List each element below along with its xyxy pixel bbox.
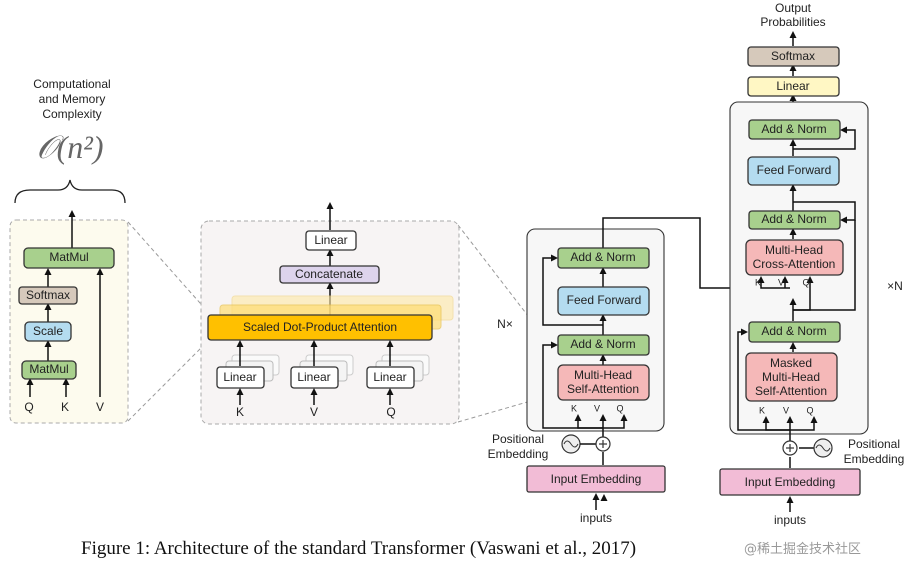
dec-feed-forward-label: Feed Forward xyxy=(757,163,832,177)
mh-linear-q-label: Linear xyxy=(373,370,406,384)
dec-positional-line-2: Embedding xyxy=(844,452,905,466)
dec-masked-k-label: K xyxy=(759,405,765,415)
matmul-bottom-box xyxy=(21,360,77,380)
dec-add-norm-3 xyxy=(748,119,841,140)
attention-detail-panel: MatMul Softmax Scale MatMul Q K V xyxy=(9,210,129,424)
dec-masked-q-label: Q xyxy=(806,405,813,415)
dec-softmax xyxy=(747,46,840,67)
complexity-brace xyxy=(14,179,126,204)
matmul-top-label: MatMul xyxy=(49,250,88,264)
enc-feed-forward xyxy=(557,286,650,316)
figure-caption: Figure 1: Architecture of the standard T… xyxy=(81,538,636,559)
complexity-line-1: Computational xyxy=(33,77,110,91)
enc-positional-line-1: Positional xyxy=(492,432,544,446)
dec-cross-k-label: K xyxy=(755,277,761,287)
mh-linear-q: Linear xyxy=(366,354,430,389)
dec-add-norm-1-label: Add & Norm xyxy=(761,324,826,338)
softmax-box xyxy=(18,286,78,305)
enc-q-label: Q xyxy=(616,403,623,413)
enc-positional-line-2: Embedding xyxy=(488,447,549,461)
sdpa-box xyxy=(207,314,433,341)
dec-add-norm-2 xyxy=(748,210,841,230)
dec-cross-q-label: Q xyxy=(802,277,809,287)
scale-box xyxy=(24,321,72,342)
detail-input-v: V xyxy=(96,400,104,414)
mh-input-q: Q xyxy=(386,405,395,419)
enc-feed-forward-label: Feed Forward xyxy=(567,293,642,307)
mh-linear-v-label: Linear xyxy=(297,370,330,384)
dec-input-embedding xyxy=(719,468,861,496)
enc-input-embedding xyxy=(526,465,666,493)
mh-linear-k-label: Linear xyxy=(223,370,256,384)
enc-k-label: K xyxy=(571,403,577,413)
concatenate-label: Concatenate xyxy=(295,267,363,281)
dec-input-embedding-label: Input Embedding xyxy=(745,475,836,489)
complexity-label: Computational and Memory Complexity 𝒪(n²… xyxy=(14,77,126,204)
dec-masked-line-1: Masked xyxy=(770,356,812,370)
dec-cross-v-label: V xyxy=(778,277,784,287)
matmul-bottom-label: MatMul xyxy=(29,362,68,376)
encoder: N× Add & Norm Feed Forward Add & Norm Mu… xyxy=(488,217,790,525)
dec-linear xyxy=(747,76,840,97)
dec-add-norm-3-label: Add & Norm xyxy=(761,122,826,136)
watermark: @稀土掘金技术社区 xyxy=(744,541,861,557)
decoder-repeat: ×N xyxy=(887,279,903,293)
softmax-label: Softmax xyxy=(26,288,70,302)
complexity-formula: 𝒪(n²) xyxy=(36,129,103,165)
mh-linear-k: Linear xyxy=(216,354,280,389)
dec-output-line-1: Output xyxy=(775,1,812,15)
dec-linear-label: Linear xyxy=(776,79,809,93)
enc-input-embedding-label: Input Embedding xyxy=(551,472,642,486)
dec-masked-attention xyxy=(745,352,838,402)
dec-masked-v-label: V xyxy=(783,405,789,415)
mh-input-k: K xyxy=(236,405,244,419)
dec-cross-attention-line-2: Cross-Attention xyxy=(753,257,836,271)
dec-add-norm-2-label: Add & Norm xyxy=(761,212,826,226)
detail-input-q: Q xyxy=(24,400,33,414)
dec-masked-line-3: Self-Attention xyxy=(755,384,827,398)
scale-label: Scale xyxy=(33,324,63,338)
dec-cross-attention-line-1: Multi-Head xyxy=(765,243,823,257)
dec-inputs-label: inputs xyxy=(774,513,806,527)
complexity-line-2: and Memory xyxy=(39,92,106,106)
enc-self-attention-line-1: Multi-Head xyxy=(574,368,632,382)
enc-add-norm-top-label: Add & Norm xyxy=(570,250,635,264)
enc-self-attention xyxy=(557,364,650,401)
enc-add-norm-bottom-label: Add & Norm xyxy=(570,337,635,351)
encoder-repeat: N× xyxy=(497,317,513,331)
dec-feed-forward xyxy=(747,156,840,186)
mh-linear-v: Linear xyxy=(290,354,354,389)
enc-add-norm-bottom xyxy=(557,334,650,356)
mh-linear-top-label: Linear xyxy=(314,233,347,247)
dec-output-line-2: Probabilities xyxy=(760,15,825,29)
mh-input-v: V xyxy=(310,405,318,419)
dec-masked-line-2: Multi-Head xyxy=(762,370,820,384)
enc-v-label: V xyxy=(594,403,600,413)
complexity-line-3: Complexity xyxy=(42,107,101,121)
enc-inputs-label: inputs xyxy=(580,511,612,525)
enc-add-norm-top xyxy=(557,247,650,269)
decoder: Output Probabilities Softmax Linear ×N A… xyxy=(719,1,905,527)
sdpa-label: Scaled Dot-Product Attention xyxy=(243,320,397,334)
dec-positional-line-1: Positional xyxy=(848,437,900,451)
dec-cross-attention xyxy=(745,239,844,276)
detail-input-k: K xyxy=(61,400,69,414)
mh-linear-top-box xyxy=(305,230,357,251)
dec-softmax-label: Softmax xyxy=(771,49,815,63)
enc-self-attention-line-2: Self-Attention xyxy=(567,382,639,396)
multihead-panel: Linear Concatenate Scaled Dot-Product At… xyxy=(200,202,460,425)
concatenate-box xyxy=(279,265,380,284)
matmul-top-box xyxy=(23,247,115,269)
